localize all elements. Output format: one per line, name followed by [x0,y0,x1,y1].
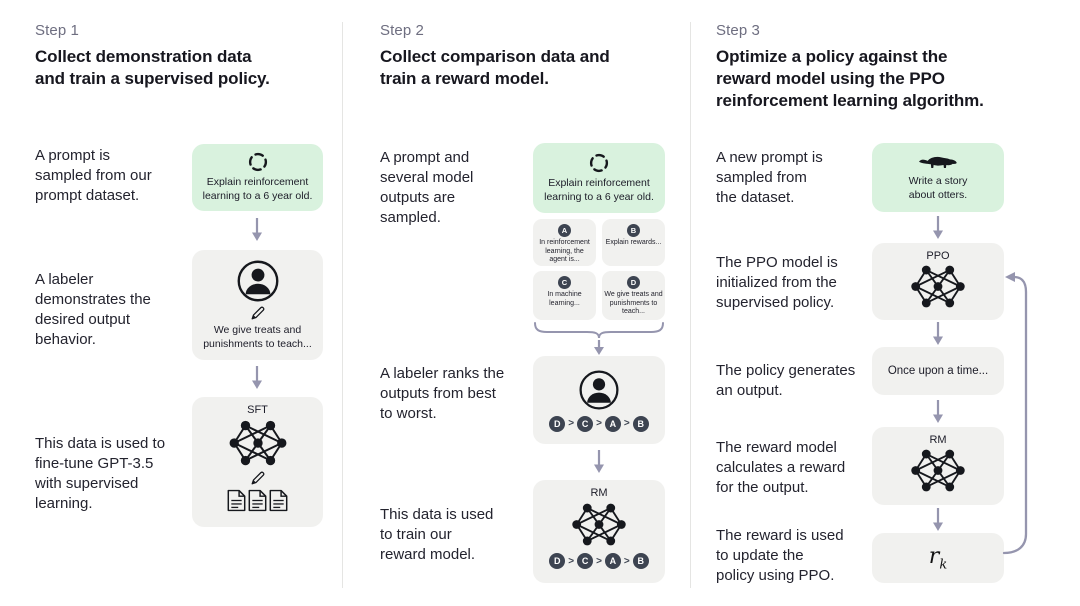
rank-badge: A [604,553,621,569]
rank-badge: B [632,553,649,569]
rank-badge: C [577,553,594,569]
rank-badge: B [632,415,649,432]
rm-label: RM [590,487,608,499]
sample-icon [247,151,269,173]
labeler-icon [578,369,620,411]
down-arrow-icon [593,450,605,474]
network-icon [226,418,290,468]
output-cell-c: C In machine learning... [533,271,596,320]
step3-annotation-update: The reward is used to update the policy … [716,527,844,585]
step1-labeler-box: We give treats and punishments to teach.… [192,250,323,360]
step1-annotation-prompt: A prompt is sampled from our prompt data… [35,147,152,205]
step1-label: Step 1 [35,22,79,39]
step2-annotation-labeler: A labeler ranks the outputs from best to… [380,365,505,423]
step3-label: Step 3 [716,22,760,39]
down-arrow-icon [251,366,263,390]
output-badge-b: B [627,224,640,237]
output-cell-a: A In reinforcement learning, the agent i… [533,219,596,266]
step3-prompt-box: Write a story about otters. [872,143,1004,212]
brace-icon [534,322,664,339]
network-icon [908,263,968,310]
pencil-icon [249,470,266,487]
sft-label: SFT [247,404,268,416]
rank-separator: > [596,555,602,567]
step3-annotation-prompt: A new prompt is sampled from the dataset… [716,149,823,207]
ppo-label: PPO [926,250,950,262]
step2-label: Step 2 [380,22,424,39]
ranking-row: D > C > A > B [549,415,649,432]
sample-icon [588,152,610,174]
step3-title: Optimize a policy against the reward mod… [716,47,984,110]
rm-label: RM [929,434,947,446]
step3-annotation-output: The policy generates an output. [716,362,856,400]
step1-annotation-labeler: A labeler demonstrates the desired outpu… [35,271,151,349]
labeler-icon [236,259,280,303]
output-text-b: Explain rewards... [605,239,662,246]
step3-ppo-model-box: PPO [872,243,1004,320]
step1-prompt-box: Explain reinforcement learning to a 6 ye… [192,144,323,211]
network-icon [569,501,629,548]
step1-demonstration-text: We give treats and punishments to teach.… [203,323,312,350]
step1-annotation-data: This data is used to fine-tune GPT-3.5 w… [35,435,166,513]
output-text-d: We give treats and punishments to teach.… [604,291,663,316]
rank-badge: A [604,415,621,432]
output-cell-b: B Explain rewards... [602,219,665,266]
step2-labeler-box: D > C > A > B [533,356,665,444]
down-arrow-icon [251,218,263,242]
network-icon [908,447,968,494]
column-divider-1 [342,22,343,588]
rank-separator: > [568,418,575,429]
rank-separator: > [596,418,602,429]
documents-icon [227,489,288,512]
step2-annotation-prompt: A prompt and several model outputs are s… [380,149,474,227]
rank-badge: D [549,553,566,569]
step3-rm-model-box: RM [872,427,1004,505]
rank-badge: D [549,415,566,432]
policy-output-text: Once upon a time... [887,365,989,377]
step3-output-box: Once upon a time... [872,347,1004,395]
step3-annotation-init: The PPO model is initialized from the su… [716,254,838,312]
step1-title: Collect demonstration data and train a s… [35,47,270,88]
reward-symbol: rk [928,543,948,573]
down-arrow-icon [932,216,944,240]
otter-icon [917,153,959,172]
step1-prompt-text: Explain reinforcement learning to a 6 ye… [202,176,313,202]
output-text-c: In machine learning... [547,291,582,307]
step2-prompt-text: Explain reinforcement learning to a 6 ye… [544,176,654,203]
step1-sft-model-box: SFT [192,397,323,527]
step2-annotation-data: This data is used to train our reward mo… [380,506,494,564]
step3-annotation-reward: The reward model calculates a reward for… [716,439,846,497]
column-divider-2 [690,22,691,588]
step2-prompt-box: Explain reinforcement learning to a 6 ye… [533,143,665,213]
step2-title: Collect comparison data and train a rewa… [380,47,610,88]
feedback-loop-arrow-icon [1002,272,1028,555]
down-arrow-icon [932,400,944,424]
output-badge-a: A [558,224,571,237]
rank-separator: > [568,555,575,567]
step3-prompt-text: Write a story about otters. [908,174,968,201]
down-arrow-icon [593,340,605,356]
rank-separator: > [623,418,630,429]
output-badge-c: C [558,276,571,289]
step3-reward-box: rk [872,533,1004,583]
rank-separator: > [623,555,630,567]
pencil-icon [249,305,266,322]
output-text-a: In reinforcement learning, the agent is.… [539,239,590,264]
output-badge-d: D [627,276,640,289]
step2-rm-model-box: RM D > C > A > B [533,480,665,583]
down-arrow-icon [932,508,944,532]
down-arrow-icon [932,322,944,346]
ranking-row: D > C > A > B [549,553,649,569]
output-cell-d: D We give treats and punishments to teac… [602,271,665,320]
rank-badge: C [577,415,594,432]
